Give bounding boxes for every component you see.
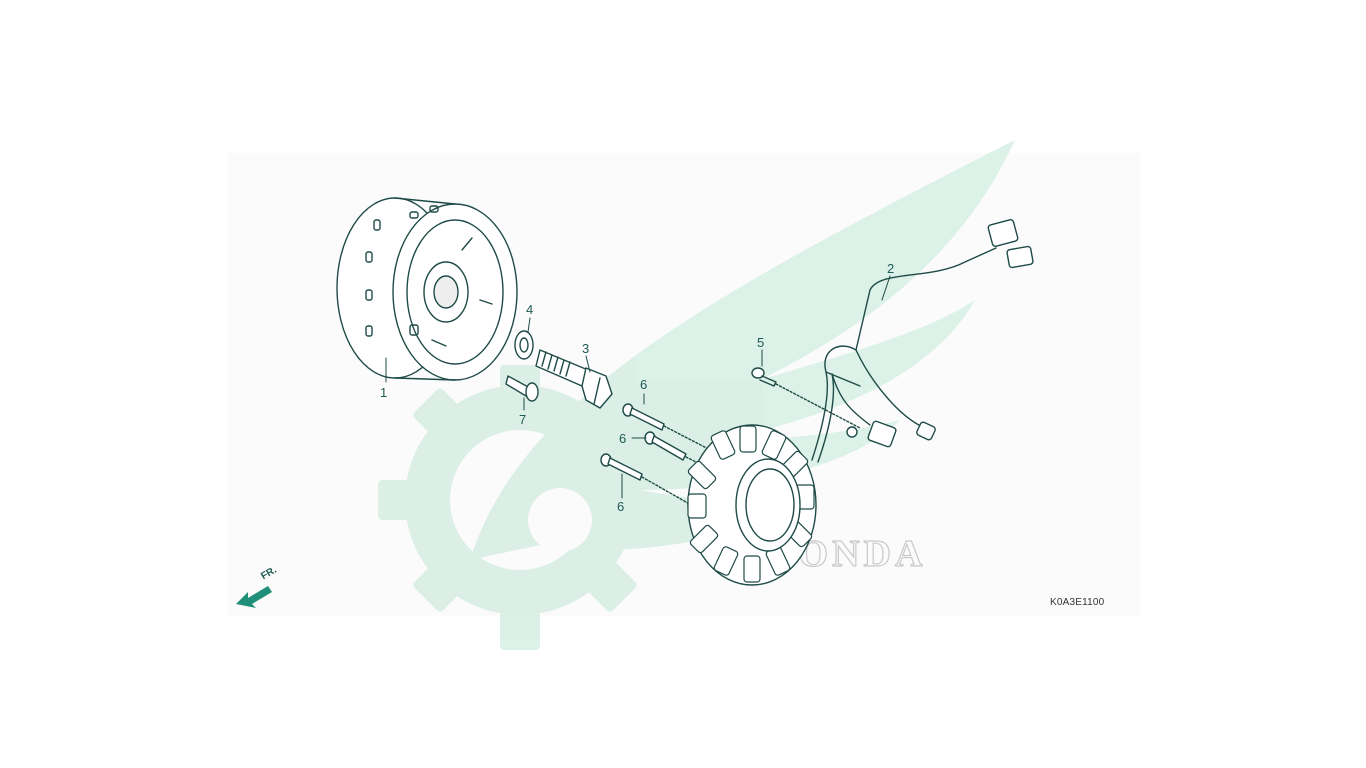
callout-leaders [385,275,891,499]
part-4-washer [514,330,534,360]
part-7-small-bolt [505,375,539,402]
callout-3: 3 [582,341,590,356]
callout-6c: 6 [617,499,625,514]
callout-1: 1 [380,385,388,400]
callout-2: 2 [887,261,895,276]
callout-6b: 6 [619,431,627,446]
front-direction-arrow-icon [236,586,272,608]
callout-5: 5 [757,335,765,350]
callout-7: 7 [519,412,527,427]
callout-4: 4 [526,302,534,317]
callout-6a: 6 [640,377,648,392]
diagram-code: K0A3E1100 [1050,597,1105,608]
watermark-logo [378,140,1015,650]
part-2-stator-assembly [687,218,1034,586]
part-1-flywheel [336,197,518,381]
part-3-bolt [535,349,613,409]
part-5-screw [751,367,861,429]
